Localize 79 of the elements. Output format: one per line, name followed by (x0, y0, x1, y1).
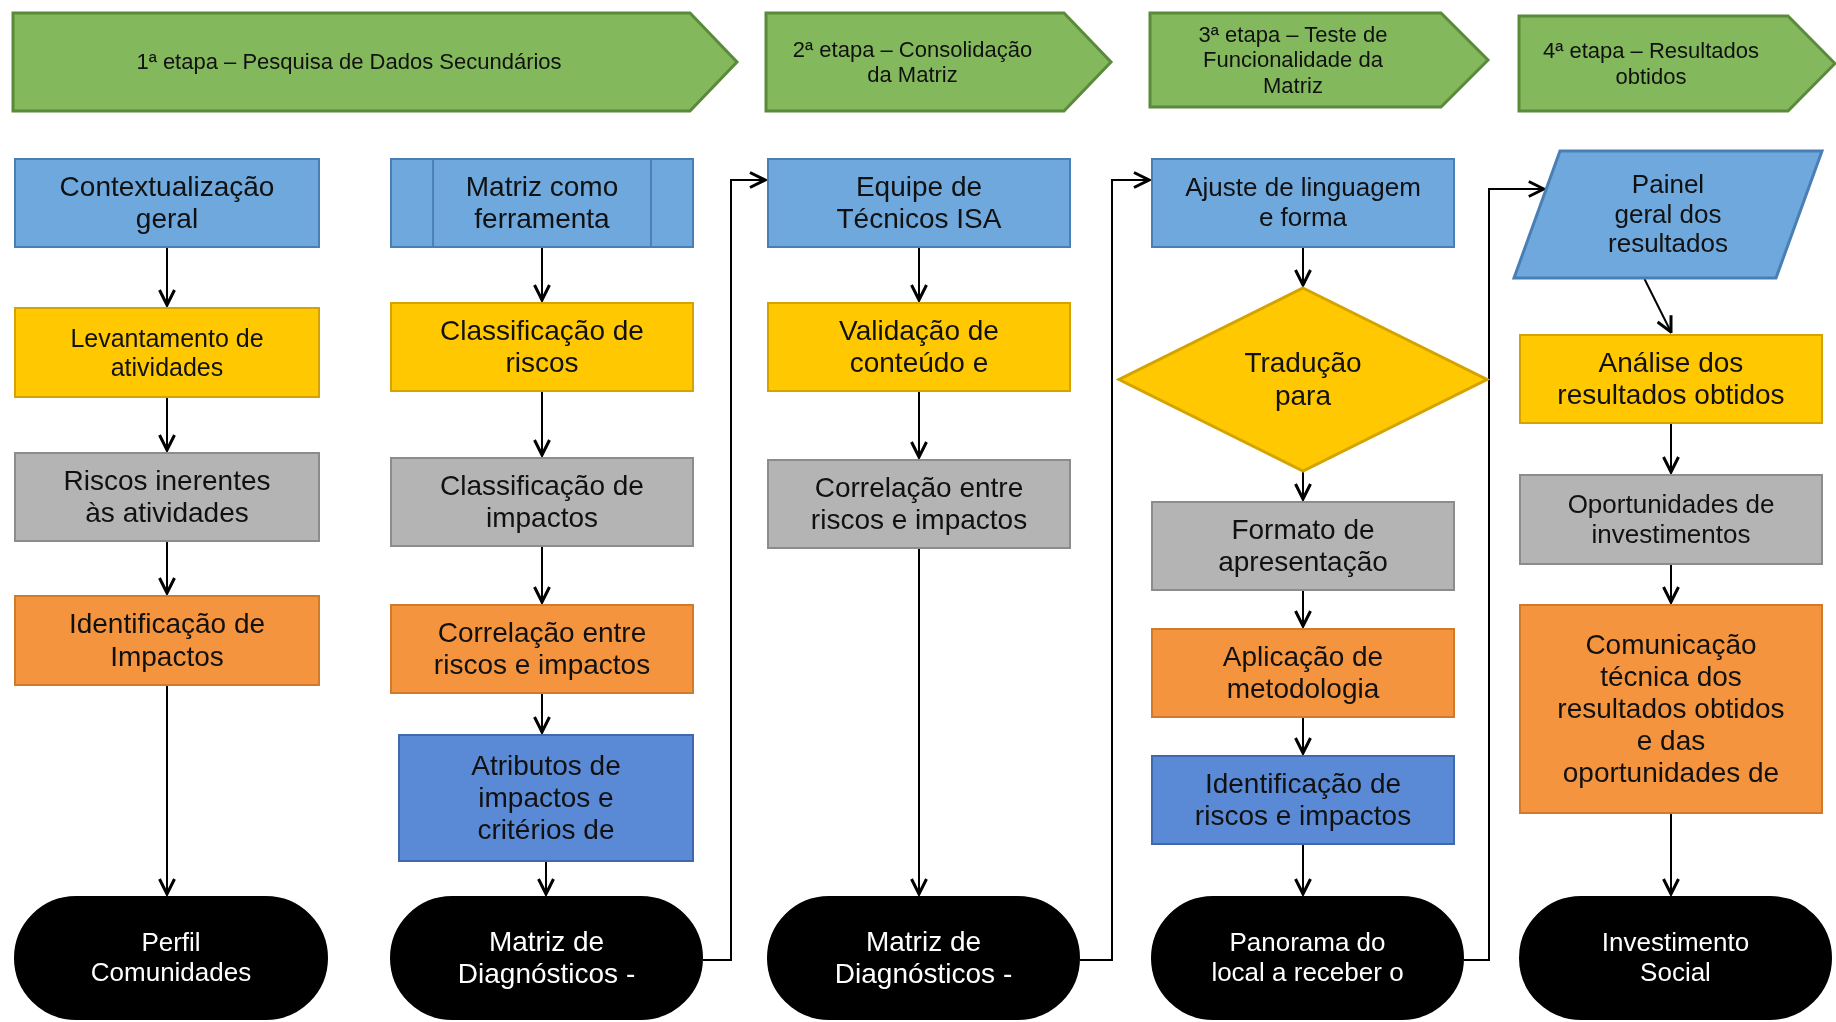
node-text: 1ª etapa – Pesquisa de Dados Secundários (136, 49, 562, 75)
node-text: Formato de apresentação (1217, 513, 1389, 579)
arrow (1294, 247, 1312, 287)
process-box (767, 302, 1071, 392)
process-box (390, 604, 694, 694)
node-text: Oportunidades de investimentos (1566, 489, 1776, 550)
process-box (14, 307, 320, 398)
node-text: Painel geral dos resultados (1608, 169, 1728, 260)
node-text: 4ª etapa – Resultados obtidos (1542, 38, 1760, 89)
process-box (1519, 334, 1823, 424)
node-text: Classificação de riscos (439, 314, 645, 380)
process-box (1151, 628, 1455, 718)
arrow (158, 685, 176, 896)
predefined-process-box (390, 158, 694, 248)
node-text: Aplicação de metodologia (1221, 640, 1385, 706)
arrow (1294, 844, 1312, 896)
arrow (1294, 717, 1312, 755)
node-text: 2ª etapa – Consolidação da Matriz (791, 36, 1034, 88)
arrow (1079, 171, 1151, 961)
node-text: Matriz como ferramenta (464, 170, 620, 236)
process-box (767, 459, 1071, 549)
arrow (1662, 423, 1680, 474)
node-text: Identificação de Impactos (67, 608, 267, 673)
node-text: Correlação entre riscos e impactos (809, 471, 1029, 537)
node-text: Atributos de impactos e critérios de (470, 749, 622, 847)
node-text: Levantamento de atividades (69, 323, 265, 382)
process-box (1151, 755, 1455, 845)
arrow (158, 397, 176, 452)
node-text: Perfil Comunidades (89, 928, 253, 988)
stage-header-banner (765, 12, 1112, 112)
node-text: Ajuste de linguagem e forma (1184, 173, 1422, 233)
arrow (1463, 180, 1546, 961)
process-box (1151, 501, 1455, 591)
node-text: Análise dos resultados obtidos (1556, 346, 1786, 412)
arrow (910, 548, 928, 896)
arrow (537, 861, 555, 896)
arrow (533, 546, 551, 604)
arrow (910, 247, 928, 302)
node-text: Panorama do local a receber o (1211, 928, 1404, 988)
node-text: Investimento Social (1600, 928, 1751, 988)
stage-header-banner (1518, 15, 1836, 112)
arrow (533, 391, 551, 457)
node-text: Matriz de Diagnósticos - (833, 925, 1014, 991)
process-box (14, 158, 320, 248)
stage-header-banner (12, 12, 738, 112)
process-box (14, 595, 320, 686)
process-box (398, 734, 694, 862)
process-box (1151, 158, 1455, 248)
process-box (1519, 604, 1823, 814)
node-text: Correlação entre riscos e impactos (432, 616, 652, 682)
process-box (767, 158, 1071, 248)
arrow (702, 171, 767, 961)
node-text: Comunicação técnica dos resultados obtidos e das oportunidades de (1556, 628, 1786, 790)
arrow (1662, 813, 1680, 896)
arrow (533, 693, 551, 734)
node-text: Classificação de impactos (439, 469, 645, 535)
arrow (1294, 590, 1312, 628)
process-box (390, 302, 694, 392)
process-box (1519, 474, 1823, 565)
node-text: Riscos inerentes às atividades (62, 464, 272, 530)
node-text: Tradução para (1243, 347, 1363, 412)
process-box (390, 457, 694, 547)
arrow (158, 247, 176, 307)
node-text: 3ª etapa – Teste de Funcionalidade da Matriz (1197, 22, 1389, 98)
arrow (533, 247, 551, 302)
decision-diamond (1118, 287, 1488, 472)
data-parallelogram (1513, 150, 1823, 279)
node-text: Contextualização geral (58, 170, 276, 236)
node-text: Identificação de riscos e impactos (1193, 767, 1413, 833)
node-text: Equipe de Técnicos ISA (835, 170, 1003, 236)
arrow (1294, 471, 1312, 501)
arrow (1662, 564, 1680, 604)
arrow (910, 391, 928, 459)
node-text: Validação de conteúdo e (838, 314, 1000, 380)
arrow (1643, 278, 1673, 334)
node-text: Matriz de Diagnósticos - (456, 925, 637, 991)
stage-header-banner (1149, 12, 1489, 108)
process-box (14, 452, 320, 542)
arrow (158, 541, 176, 595)
